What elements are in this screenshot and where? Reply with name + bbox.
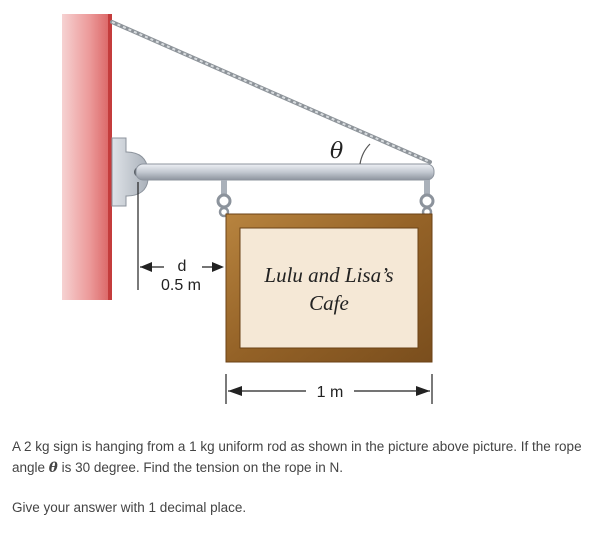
right-hook — [419, 180, 435, 218]
angle-arc — [359, 143, 371, 165]
left-hook — [216, 180, 232, 218]
distance-d-dimension: d 0.5 m — [137, 182, 224, 294]
answer-instruction: Give your answer with 1 decimal place. — [12, 500, 247, 515]
width-dimension: 1 m — [225, 374, 433, 404]
horizontal-rod — [135, 163, 435, 181]
sign-line-2: Cafe — [309, 291, 349, 315]
sign-line-1: Lulu and Lisa’s — [263, 263, 393, 287]
physics-diagram: θ Lulu and Lisa’s Cafe d 0.5 m 1 m — [62, 14, 435, 404]
distance-d-value: 0.5 m — [161, 277, 201, 294]
rope — [110, 20, 432, 164]
problem-theta: θ — [48, 460, 58, 476]
problem-text-part1: A 2 kg sign is hanging from a 1 kg unifo… — [12, 439, 582, 475]
problem-statement: A 2 kg sign is hanging from a 1 kg unifo… — [12, 436, 590, 479]
problem-text-part2: is 30 degree. Find the tension on the ro… — [57, 460, 343, 475]
wall — [62, 14, 112, 300]
cafe-sign: Lulu and Lisa’s Cafe — [225, 213, 433, 363]
distance-d-label: d — [178, 258, 187, 275]
theta-label: θ — [330, 139, 343, 164]
width-label: 1 m — [317, 384, 344, 401]
